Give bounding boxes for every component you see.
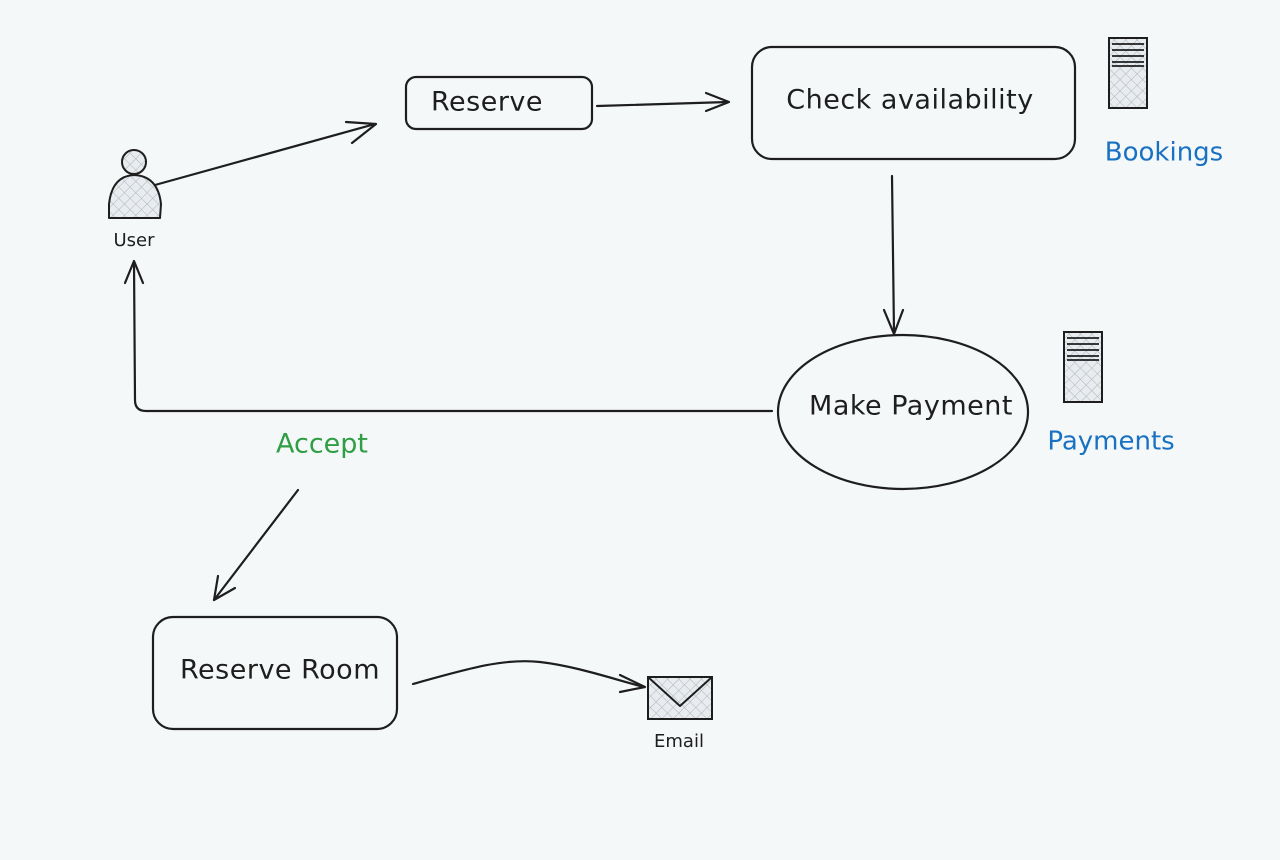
- edge-label-accept: Accept: [276, 429, 368, 460]
- node-reserve[interactable]: Reserve: [404, 75, 594, 131]
- node-make-payment-label: Make Payment: [809, 391, 1013, 422]
- user-icon: [108, 149, 162, 219]
- edge-reserve-room-to-email: [411, 660, 647, 694]
- node-make-payment[interactable]: Make Payment: [776, 333, 1030, 491]
- envelope-icon: [647, 676, 713, 720]
- endpoint-email-label: Email: [654, 731, 704, 752]
- server-icon: [1108, 37, 1148, 109]
- edge-accept-to-reserve-room: [212, 488, 300, 602]
- node-check-availability[interactable]: Check availability: [750, 45, 1077, 161]
- store-bookings[interactable]: Bookings: [1105, 37, 1223, 168]
- store-payments-label: Payments: [1047, 427, 1174, 457]
- store-payments[interactable]: Payments: [1047, 331, 1175, 457]
- edge-reserve-to-check-availability: [595, 91, 731, 113]
- edge-user-to-reserve: [153, 120, 378, 187]
- node-check-availability-label: Check availability: [786, 85, 1033, 116]
- actor-user-label: User: [113, 230, 155, 251]
- actor-user[interactable]: User: [108, 149, 162, 251]
- store-bookings-label: Bookings: [1105, 138, 1223, 168]
- node-reserve-room[interactable]: Reserve Room: [151, 615, 399, 731]
- endpoint-email[interactable]: Email: [647, 676, 713, 752]
- server-icon: [1063, 331, 1103, 403]
- node-reserve-room-label: Reserve Room: [180, 655, 380, 686]
- node-reserve-label: Reserve: [431, 87, 543, 118]
- edge-make-payment-to-user: [123, 259, 774, 413]
- edge-check-availability-to-make-payment: [882, 174, 905, 336]
